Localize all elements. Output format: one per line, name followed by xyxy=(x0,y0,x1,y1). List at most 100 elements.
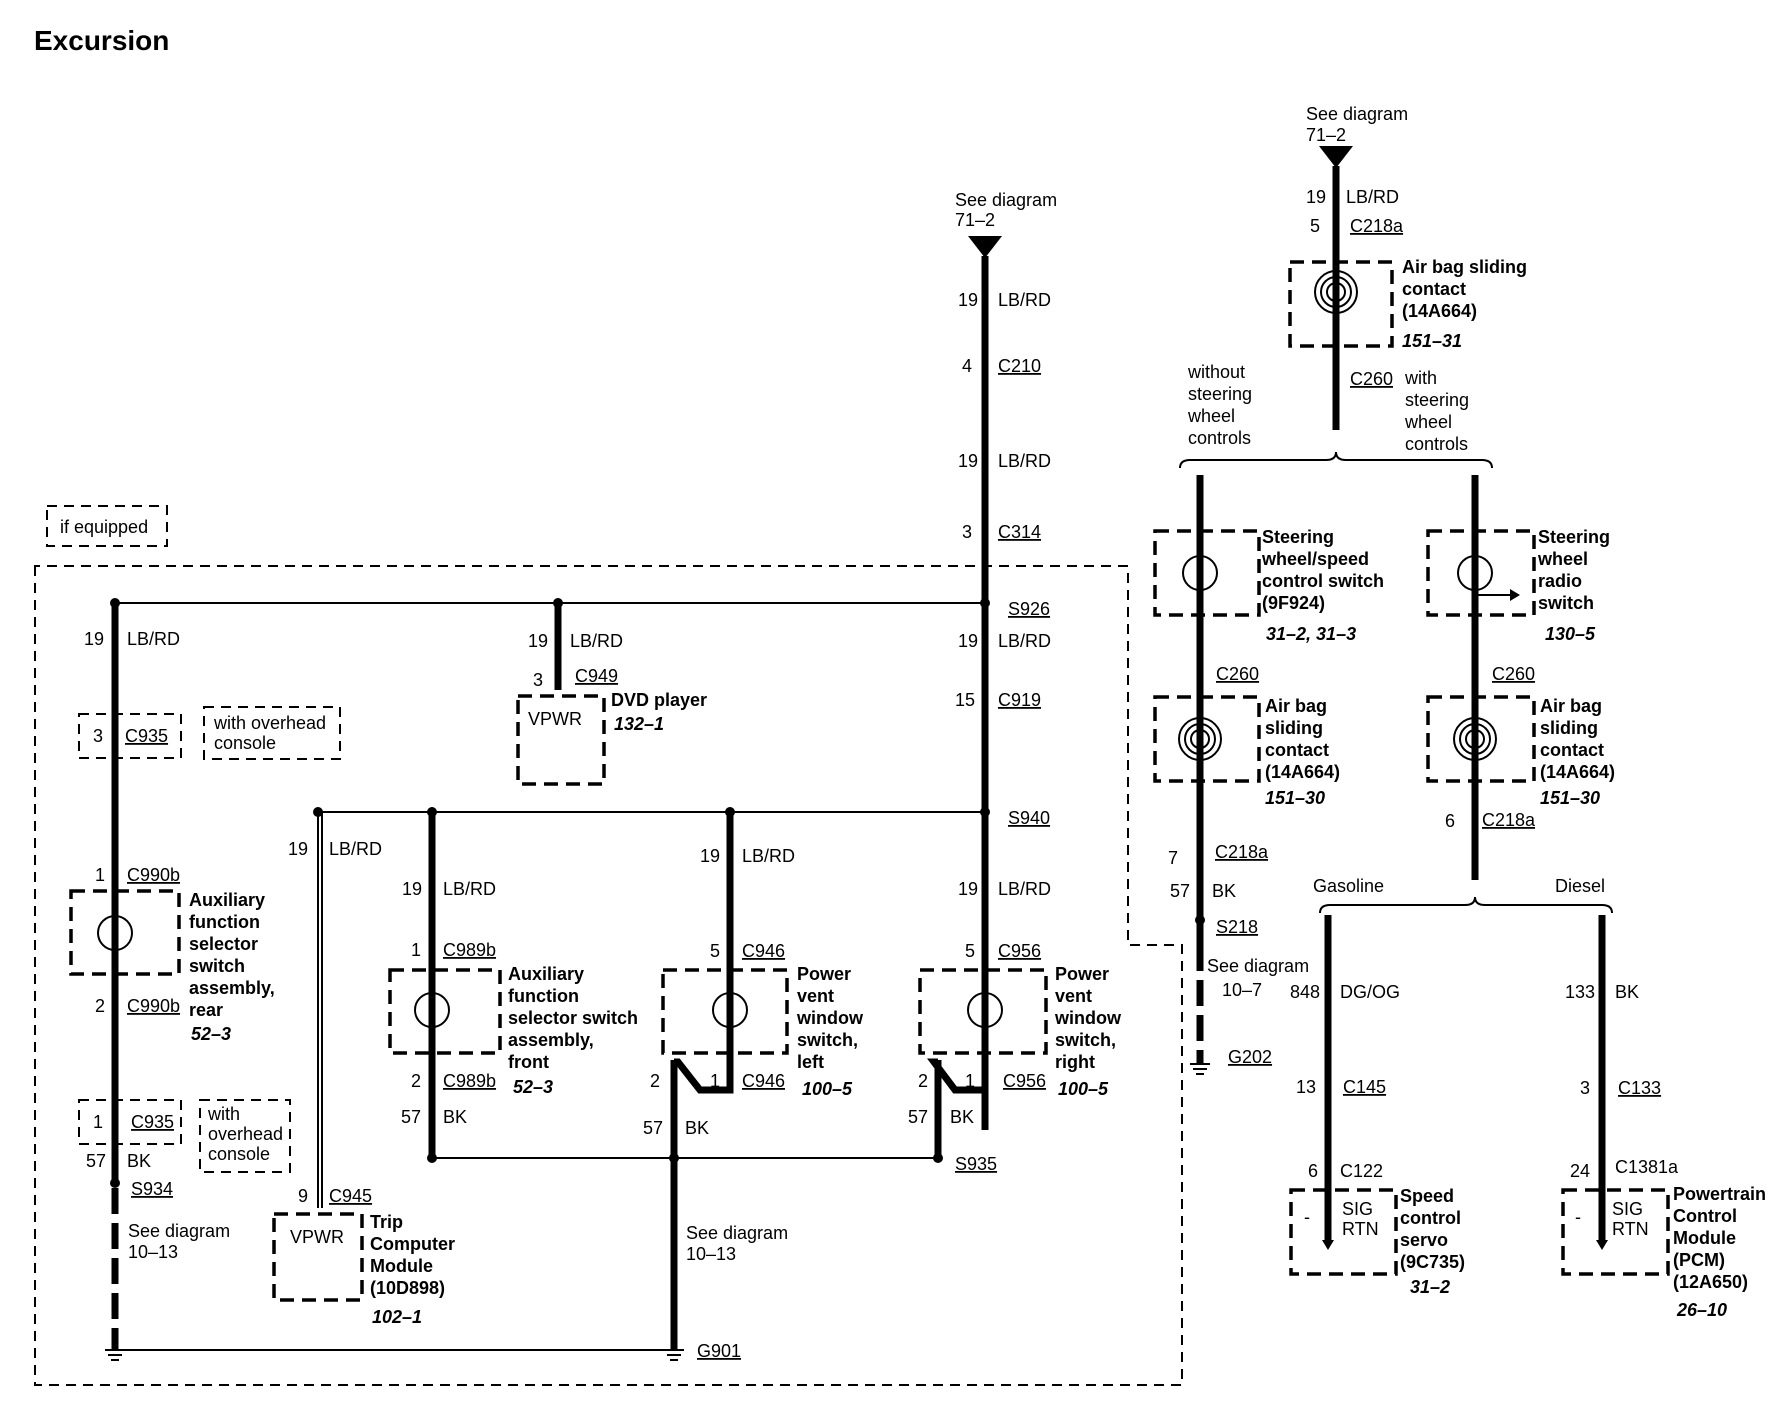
diagram-ref: 10–13 xyxy=(128,1242,178,1262)
switch-icon xyxy=(712,992,748,1028)
pin-number: 3 xyxy=(93,726,103,746)
minus-icon: - xyxy=(1304,1207,1310,1227)
note-label: console xyxy=(208,1144,270,1164)
pin-number: 5 xyxy=(710,941,720,961)
if-equipped-label: if equipped xyxy=(60,517,148,537)
wire-gauge: 57 xyxy=(86,1151,106,1171)
connector-c956: C956 xyxy=(1003,1071,1046,1091)
component-ref: 31–2, 31–3 xyxy=(1266,624,1356,644)
wire-color: BK xyxy=(443,1107,467,1127)
pin-number: 3 xyxy=(533,670,543,690)
wire-gauge: 19 xyxy=(84,629,104,649)
component-ref: 100–5 xyxy=(1058,1079,1109,1099)
component-name: (10D898) xyxy=(370,1278,445,1298)
vent-left-switch-box xyxy=(661,968,789,1055)
connector-c989b: C989b xyxy=(443,940,496,960)
component-ref: 102–1 xyxy=(372,1307,422,1327)
component-name: (14A664) xyxy=(1265,762,1340,782)
connector-c935: C935 xyxy=(131,1112,174,1132)
pin-number: 5 xyxy=(1310,216,1320,236)
connector-c122: C122 xyxy=(1340,1161,1383,1181)
splice-s926: S926 xyxy=(1008,599,1050,619)
wire-gauge: 19 xyxy=(958,631,978,651)
component-name: switch, xyxy=(1055,1030,1116,1050)
wire-color: LB/RD xyxy=(1346,187,1399,207)
wire-gauge: 848 xyxy=(1290,982,1320,1002)
note-label: console xyxy=(214,733,276,753)
connector-c260: C260 xyxy=(1216,664,1259,684)
wire-gauge: 57 xyxy=(643,1118,663,1138)
component-name: control xyxy=(1400,1208,1461,1228)
component-ref: 130–5 xyxy=(1545,624,1596,644)
airbag-right-box xyxy=(1426,695,1536,783)
switch-icon-center xyxy=(112,930,118,936)
pin-number: 6 xyxy=(1445,811,1455,831)
switch-icon xyxy=(967,992,1003,1028)
pin-label: VPWR xyxy=(528,709,582,729)
component-name: selector switch xyxy=(508,1008,638,1028)
option-label: steering xyxy=(1188,384,1252,404)
component-name: (9C735) xyxy=(1400,1252,1465,1272)
splice-s935: S935 xyxy=(955,1154,997,1174)
component-name: (14A664) xyxy=(1540,762,1615,782)
option-label: controls xyxy=(1188,428,1251,448)
component-ref: 151–30 xyxy=(1265,788,1325,808)
wire-gauge: 57 xyxy=(401,1107,421,1127)
pin-number: 4 xyxy=(962,356,972,376)
pin-number: 7 xyxy=(1168,848,1178,868)
wire-gauge: 133 xyxy=(1565,982,1595,1002)
overhead-console-box xyxy=(203,706,341,760)
wire-color: BK xyxy=(1615,982,1639,1002)
component-name: switch, xyxy=(797,1030,858,1050)
wire-color: LB/RD xyxy=(998,451,1051,471)
component-name: window xyxy=(796,1008,864,1028)
if-equipped-box xyxy=(46,505,168,547)
component-name: contact xyxy=(1402,279,1466,299)
connector-c218a: C218a xyxy=(1350,216,1404,236)
diagram-ref: 10–7 xyxy=(1222,980,1262,1000)
connector-c218a: C218a xyxy=(1215,842,1269,862)
vent-right-jumper xyxy=(927,1055,989,1094)
switch-icon-center xyxy=(1197,570,1203,576)
pin-number: 3 xyxy=(1580,1078,1590,1098)
pin-number: 2 xyxy=(411,1071,421,1091)
see-diagram-label: See diagram xyxy=(1207,956,1309,976)
component-name: Steering xyxy=(1262,527,1334,547)
pin-number: 2 xyxy=(95,996,105,1016)
pin-number: 3 xyxy=(962,522,972,542)
component-name: front xyxy=(508,1052,549,1072)
aux-rear-switch-box xyxy=(69,889,181,976)
connector-c946: C946 xyxy=(742,941,785,961)
switch-icon-center xyxy=(429,1007,435,1013)
diagram-ref: 10–13 xyxy=(686,1244,736,1264)
connector-c989b: C989b xyxy=(443,1071,496,1091)
splice-dot xyxy=(980,807,990,817)
connector-c990b: C990b xyxy=(127,996,180,1016)
wire-gauge: 57 xyxy=(1170,881,1190,901)
option-gasoline: Gasoline xyxy=(1313,876,1384,896)
wire-color: LB/RD xyxy=(998,290,1051,310)
component-name: sliding xyxy=(1265,718,1323,738)
pin-number: 6 xyxy=(1308,1161,1318,1181)
component-name: Steering xyxy=(1538,527,1610,547)
component-ref: 31–2 xyxy=(1410,1277,1450,1297)
pin-number: 2 xyxy=(918,1071,928,1091)
option-brace xyxy=(1319,896,1613,914)
component-ref: 151–30 xyxy=(1540,788,1600,808)
component-name: contact xyxy=(1265,740,1329,760)
if-equipped-boundary xyxy=(34,565,1183,1386)
vent-left-jumper xyxy=(674,1055,734,1094)
arrow-icon xyxy=(1596,1240,1608,1250)
pin-label: VPWR xyxy=(290,1227,344,1247)
component-name: switch xyxy=(189,956,245,976)
overhead-console-box xyxy=(199,1099,291,1173)
airbag-top-box xyxy=(1288,260,1394,348)
option-label: wheel xyxy=(1187,406,1235,426)
connector-c990b: C990b xyxy=(127,865,180,885)
pin-number: 1 xyxy=(411,940,421,960)
component-name: Auxiliary xyxy=(189,890,265,910)
connector-c260: C260 xyxy=(1350,369,1393,389)
arrow-icon xyxy=(1510,589,1520,601)
splice-s940: S940 xyxy=(1008,808,1050,828)
component-ref: 26–10 xyxy=(1676,1300,1727,1320)
